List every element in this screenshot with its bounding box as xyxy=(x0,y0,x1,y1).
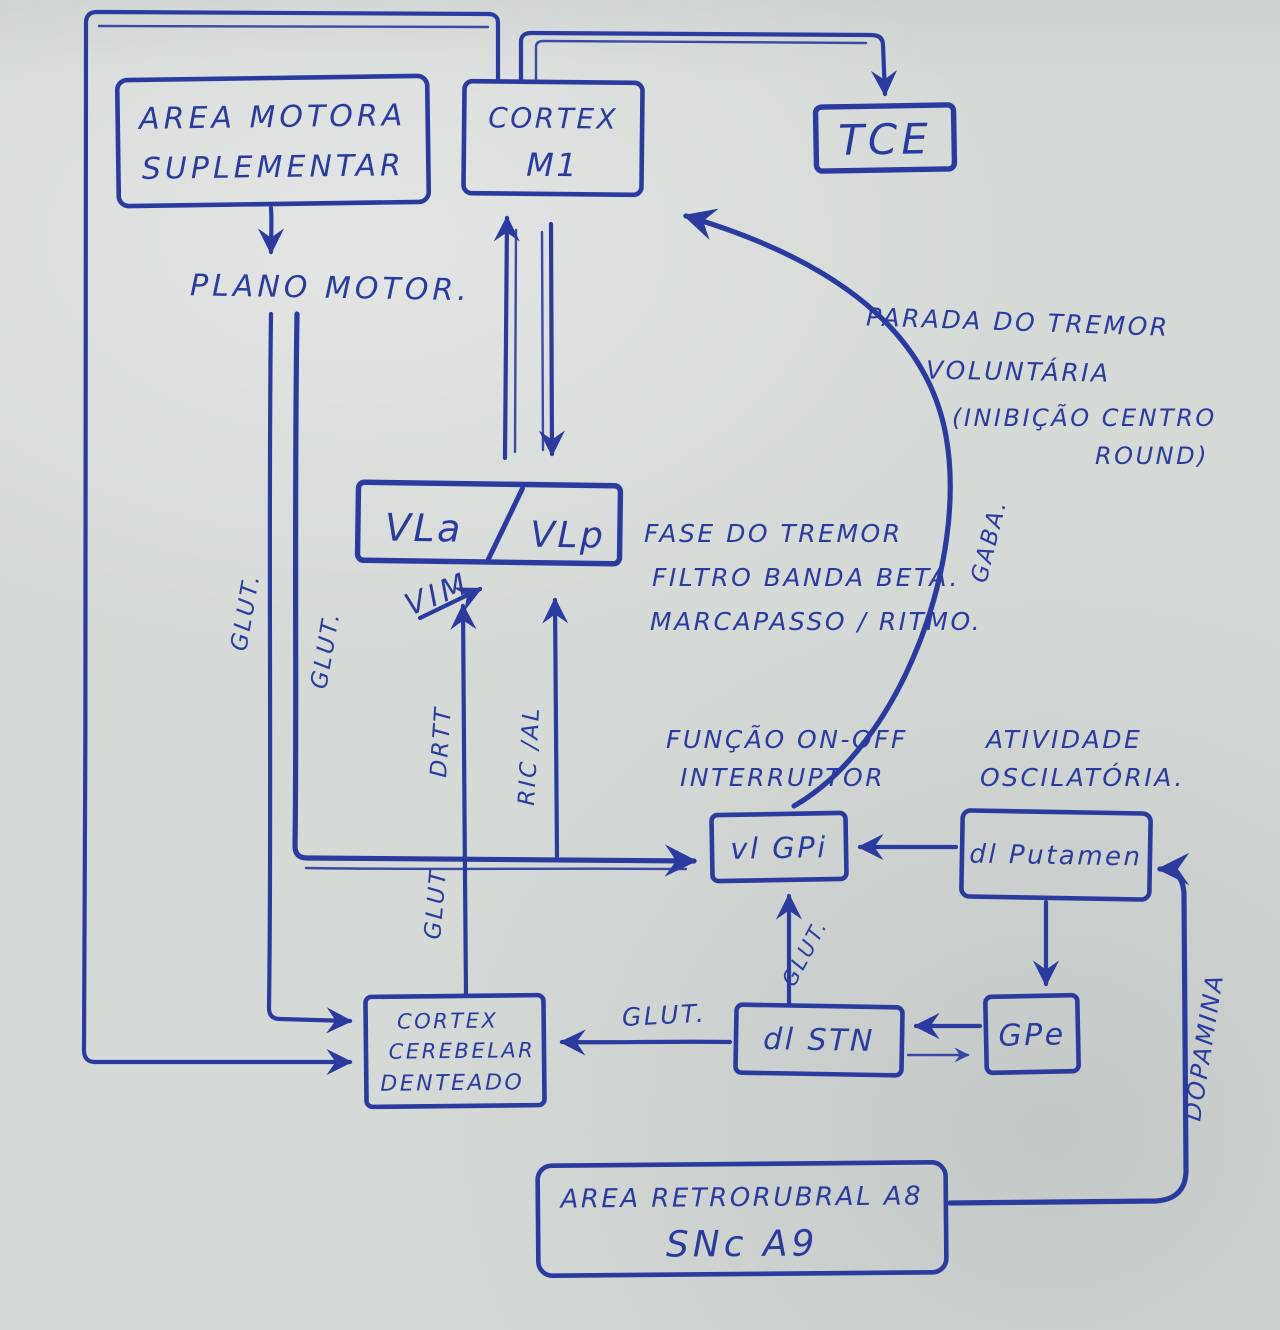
label-glut-stn-cerebelar: GLUT. xyxy=(621,999,707,1032)
label-glut-mid: GLUT. xyxy=(306,609,345,691)
node-gpe-border xyxy=(983,992,1081,1076)
node-vla-vlp: VLa VLp xyxy=(354,479,624,567)
node-cortex-m1-border xyxy=(461,78,645,198)
vla-label: VLa xyxy=(385,506,464,551)
gpe-label: GPe xyxy=(998,1017,1066,1053)
node-vl-gpi-border xyxy=(709,810,849,884)
arrow-plano-to-cerebelar xyxy=(266,311,353,1034)
area-motora-line2: SUPLEMENTAR xyxy=(142,148,405,187)
node-tce-border xyxy=(812,102,958,174)
node-dl-stn-border xyxy=(733,1002,905,1078)
label-plano-motor: PLANO MOTOR. xyxy=(190,268,471,308)
stroke-echo-m1-tce xyxy=(534,39,868,82)
node-dl-putamen-border xyxy=(959,808,1153,902)
label-funcao-line1: FUNÇÃO ON-OFF xyxy=(666,724,908,754)
area-retrorubral-line1: AREA RETRORUBRAL A8 xyxy=(558,1181,923,1214)
arrow-gpi-to-m1-gaba xyxy=(682,208,953,809)
tce-label: TCE xyxy=(838,114,932,165)
arrow-m1-to-vl xyxy=(538,221,566,457)
node-area-retrorubral-border xyxy=(535,1160,949,1278)
arrow-stn-to-cerebelar xyxy=(559,1029,733,1056)
node-area-motora-border xyxy=(114,73,432,209)
node-cortex-m1: CORTEX M1 xyxy=(461,78,645,198)
node-dl-stn: dl STN xyxy=(733,1002,905,1078)
stroke-echo-vl-up xyxy=(513,228,518,454)
cortex-cerebelar-line2: CEREBELAR xyxy=(389,1038,536,1064)
label-fase-line2: FILTRO BANDA BETA. xyxy=(652,563,960,592)
vlp-label: VLp xyxy=(530,515,606,557)
node-cortex-cerebelar-border xyxy=(363,992,547,1110)
arrow-cerebelar-to-vl-drtt xyxy=(450,603,477,997)
cortex-m1-line1: CORTEX xyxy=(488,101,618,135)
cortex-cerebelar-line3: DENTEADO xyxy=(380,1070,524,1097)
label-atividade-line1: ATIVIDADE xyxy=(984,725,1142,754)
area-retrorubral-line2: SNc A9 xyxy=(666,1223,819,1265)
stroke-echo-horizontal xyxy=(304,866,688,871)
label-funcao-line2: INTERRUPTOR xyxy=(680,763,885,792)
node-dl-putamen: dl Putamen xyxy=(959,808,1153,902)
label-ric-al: RIC /AL xyxy=(514,705,545,806)
node-area-motora-suplementar: AREA MOTORA SUPLEMENTAR xyxy=(114,73,432,209)
vla-vlp-slash xyxy=(485,485,525,562)
label-fase-line3: MARCAPASSO / RITMO. xyxy=(650,607,982,636)
node-vla-vlp-border xyxy=(354,479,624,567)
label-atividade-line2: OSCILATÓRIA. xyxy=(980,762,1185,792)
cortex-cerebelar-line1: CORTEX xyxy=(397,1009,499,1034)
connections xyxy=(81,9,1190,1206)
arrow-retrorubral-to-putamen-dopamina xyxy=(947,852,1190,1206)
label-parada-line3: (INIBIÇÃO CENTRO xyxy=(952,402,1217,432)
node-tce: TCE xyxy=(812,102,958,174)
arrow-m1-loop-to-cerebelar xyxy=(81,9,501,1076)
label-glut-drtt: GLUT xyxy=(420,867,452,941)
vl-gpi-label: vl GPi xyxy=(730,830,828,866)
arrow-vim-to-vl xyxy=(417,586,483,621)
arrow-m1-to-tce xyxy=(518,30,898,97)
dl-putamen-label: dl Putamen xyxy=(969,839,1143,872)
cortex-m1-line2: M1 xyxy=(526,146,579,185)
stroke-echo-top xyxy=(97,24,490,29)
arrow-gpi-to-vl-ric-al xyxy=(542,597,569,859)
label-parada-line1: PARADA DO TREMOR xyxy=(866,302,1170,342)
area-motora-line1: AREA MOTORA xyxy=(137,98,407,137)
arrow-vl-to-m1 xyxy=(493,215,520,461)
label-gaba: GABA. xyxy=(967,496,1013,585)
node-cortex-cerebelar: CORTEX CEREBELAR DENTEADO xyxy=(363,992,547,1110)
stroke-echo-vl-down xyxy=(540,230,545,452)
dl-stn-label: dl STN xyxy=(763,1022,875,1059)
label-fase-line1: FASE DO TREMOR xyxy=(644,519,903,548)
label-glut-left: GLUT. xyxy=(226,571,265,653)
label-parada-line2: VOLUNTÁRIA xyxy=(926,356,1111,388)
node-gpe: GPe xyxy=(983,992,1081,1076)
node-vl-gpi: vl GPi xyxy=(709,810,849,884)
node-area-retrorubral: AREA RETRORUBRAL A8 SNc A9 xyxy=(535,1160,949,1278)
label-glut-stn-gpi: GLUT. xyxy=(777,915,832,991)
arrow-plano-to-gpi xyxy=(292,311,698,877)
label-drtt: DRTT xyxy=(426,705,457,778)
label-parada-line4: ROUND) xyxy=(1095,442,1209,470)
